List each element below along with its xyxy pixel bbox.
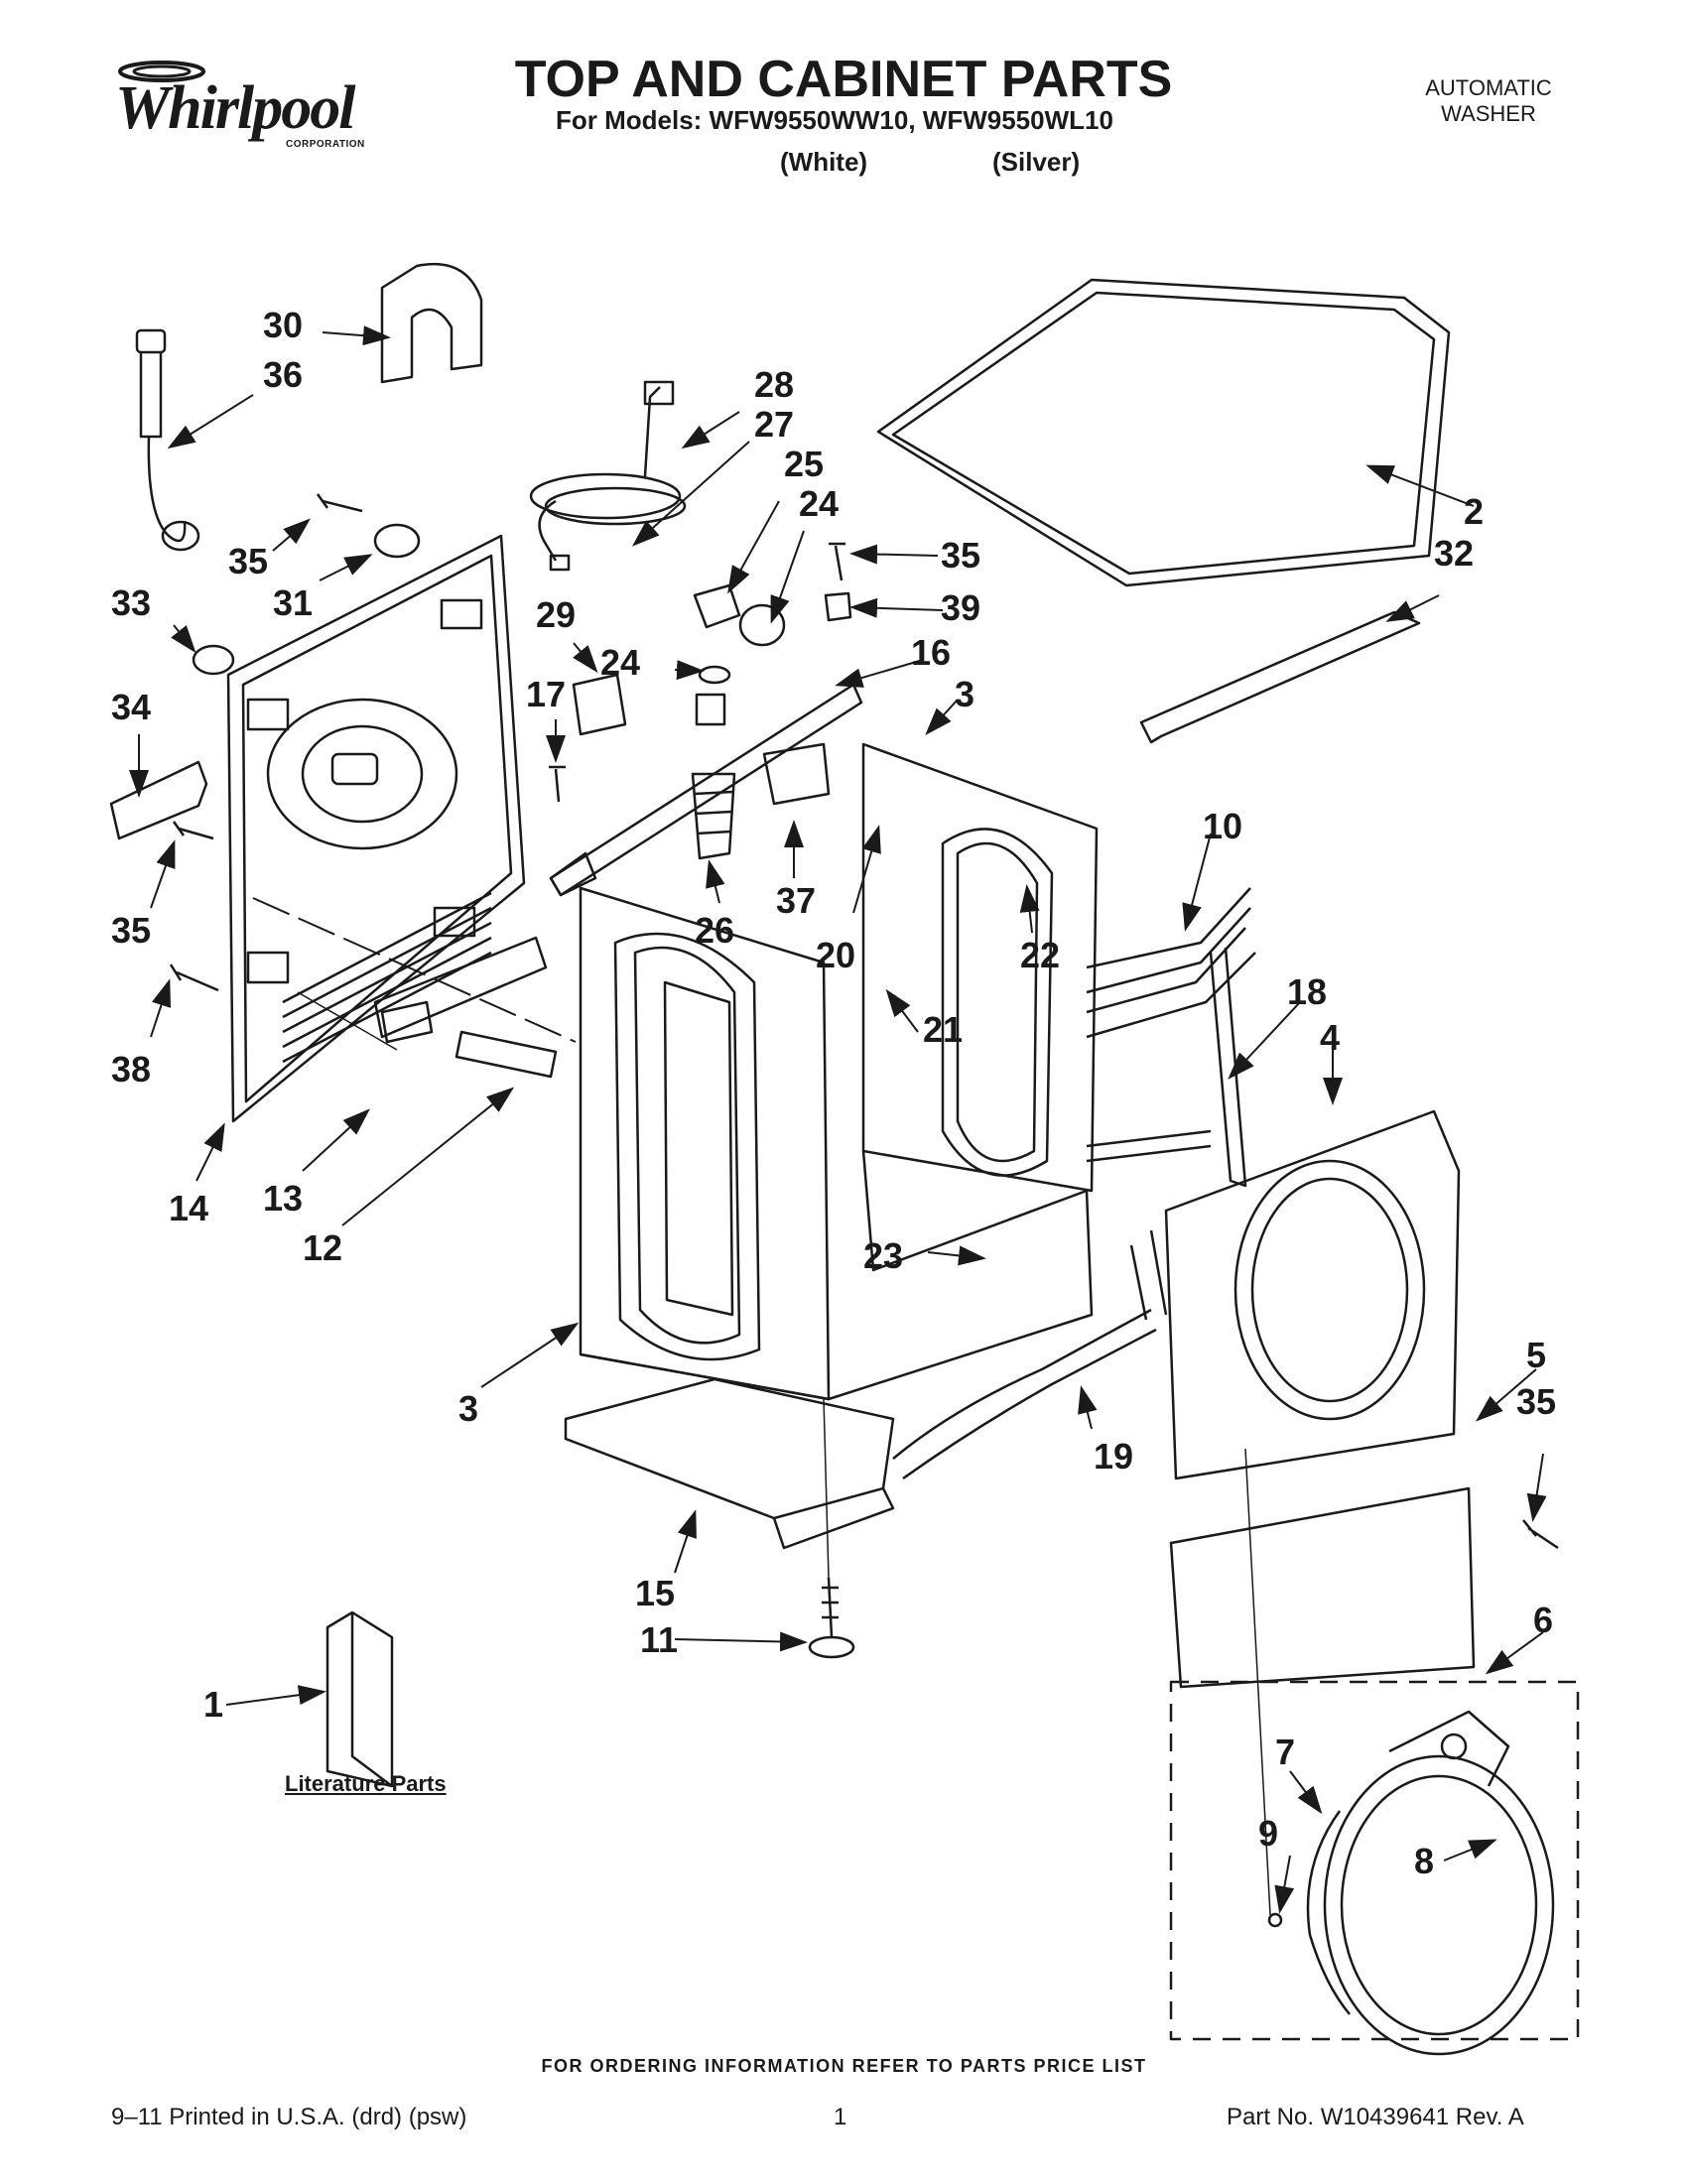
part-clip	[824, 591, 852, 622]
callout-32: 32	[1434, 533, 1474, 574]
part-clamp	[373, 523, 421, 559]
callout-20: 20	[816, 935, 855, 975]
callout-17: 17	[526, 674, 566, 714]
part-toe-panel	[1169, 1486, 1476, 1689]
callout-15: 15	[635, 1573, 675, 1613]
part-literature	[325, 1610, 394, 1788]
callout-14: 14	[169, 1188, 208, 1228]
callout-39: 39	[941, 587, 980, 628]
page-number: 1	[834, 2104, 847, 2130]
callout-19: 19	[1094, 1436, 1133, 1477]
callout-33: 33	[111, 582, 151, 623]
part-grommet	[192, 644, 235, 676]
callout-23: 23	[863, 1235, 903, 1276]
models-line: For Models: WFW9550WW10, WFW9550WL10	[556, 105, 1113, 135]
callout-1: 1	[203, 1684, 223, 1725]
part-water-valve	[762, 742, 831, 806]
part-bellows-hose	[691, 772, 736, 860]
callout-27: 27	[754, 404, 794, 445]
product-type-line1: AUTOMATIC	[1425, 75, 1552, 100]
part-top-panel	[876, 278, 1451, 587]
callout-35: 35	[228, 541, 268, 581]
callout-7: 7	[1275, 1732, 1295, 1772]
callout-24: 24	[799, 483, 839, 524]
callout-6: 6	[1533, 1600, 1553, 1640]
part-screws	[169, 493, 1559, 1550]
callout-8: 8	[1414, 1841, 1434, 1881]
part-side-panel-left	[579, 886, 831, 1401]
callout-26: 26	[695, 910, 734, 951]
callout-24: 24	[600, 642, 640, 683]
part-top-rail	[549, 683, 863, 897]
part-drain-hose	[135, 328, 200, 552]
callout-21: 21	[923, 1009, 963, 1050]
part-access-panel	[373, 936, 548, 1039]
callout-4: 4	[1320, 1017, 1340, 1058]
color-white: (White)	[780, 147, 868, 177]
callout-35: 35	[1516, 1381, 1556, 1422]
callout-31: 31	[273, 582, 313, 623]
callout-35: 35	[111, 910, 151, 951]
product-type: AUTOMATIC WASHER	[1369, 75, 1608, 127]
callout-29: 29	[536, 594, 576, 635]
callout-16: 16	[911, 632, 951, 673]
part-side-panel-right	[861, 742, 1099, 1193]
whirlpool-logo: Whirlpool CORPORATION	[109, 60, 377, 159]
part-rear-panel	[226, 534, 526, 1123]
color-silver: (Silver)	[992, 147, 1081, 177]
part-group-6-box	[1169, 1680, 1580, 2041]
callout-2: 2	[1464, 491, 1484, 532]
callout-37: 37	[776, 880, 816, 921]
callout-22: 22	[1020, 935, 1060, 975]
logo-swirl-icon	[118, 61, 205, 82]
literature-parts-label: Literature Parts	[285, 1771, 447, 1796]
part-inlet-elbow	[693, 583, 786, 726]
leader-lines	[129, 325, 1547, 1916]
ordering-note: FOR ORDERING INFORMATION REFER TO PARTS …	[541, 2056, 1147, 2076]
callout-3: 3	[458, 1388, 478, 1429]
callout-13: 13	[263, 1178, 303, 1219]
callout-18: 18	[1287, 971, 1327, 1012]
part-door-boot	[1323, 1710, 1555, 2056]
callout-11: 11	[640, 1619, 678, 1660]
callout-35: 35	[941, 535, 980, 576]
part-power-cord	[529, 380, 687, 572]
logo-wordmark: Whirlpool	[115, 74, 355, 142]
part-hose-hanger	[380, 262, 483, 384]
part-boot-spring	[1306, 1810, 1351, 2015]
part-screw-9	[1267, 1912, 1283, 1928]
part-leveling-foot	[808, 1577, 855, 1659]
part-wire-harness	[892, 887, 1256, 1480]
callout-10: 10	[1203, 806, 1242, 846]
callout-36: 36	[263, 354, 303, 395]
callout-9: 9	[1258, 1813, 1278, 1854]
callout-3: 3	[955, 674, 974, 714]
callout-28: 28	[754, 364, 794, 405]
part-front-panel	[1164, 1109, 1461, 1480]
callout-12: 12	[303, 1227, 342, 1268]
page-title: TOP AND CABINET PARTS	[514, 51, 1173, 108]
callout-30: 30	[263, 305, 303, 345]
logo-corporation: CORPORATION	[286, 139, 365, 150]
printed-info: 9–11 Printed in U.S.A. (drd) (psw)	[111, 2104, 467, 2130]
part-hose-tie	[109, 760, 208, 840]
part-top-brace	[1139, 610, 1421, 744]
part-number: Part No. W10439641 Rev. A	[1227, 2104, 1524, 2130]
product-type-line2: WASHER	[1441, 101, 1536, 126]
callout-5: 5	[1526, 1335, 1546, 1375]
callout-38: 38	[111, 1049, 151, 1090]
callout-25: 25	[784, 444, 824, 484]
part-sensor	[380, 1000, 558, 1079]
callout-34: 34	[111, 687, 151, 727]
part-base	[564, 1150, 1094, 1550]
part-bracket	[572, 673, 627, 736]
